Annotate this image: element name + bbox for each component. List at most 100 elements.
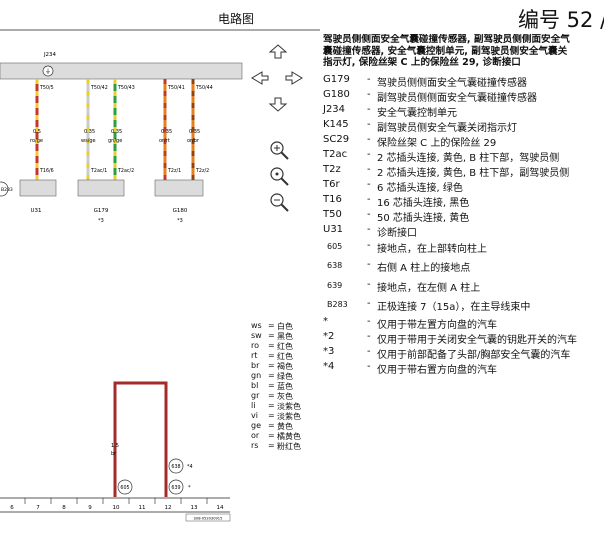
description-line: 指示灯, 保险丝架 C 上的保险丝 29, 诊断接口 [323, 57, 521, 68]
color-name: 灰色 [277, 392, 293, 401]
legend-text: 安全气囊控制单元 [377, 108, 457, 119]
legend-text: 保险丝架 C 上的保险丝 29 [377, 138, 497, 149]
legend-dash: - [367, 209, 371, 220]
color-equals: = [268, 431, 275, 440]
component-label: G180 [173, 208, 188, 214]
legend-code: *4 [323, 361, 335, 372]
wire-size-label: 0.35 [84, 129, 95, 135]
legend-text: 仅用于带右置方向盘的汽车 [377, 365, 497, 376]
legend-text: 正极连接 7（15a），在主导线束中 [377, 302, 531, 313]
color-name: 白色 [277, 322, 293, 331]
legend-code: T2z [323, 164, 341, 175]
wire-size-label: 0.35 [161, 129, 172, 135]
zoom-reset-button[interactable] [270, 167, 289, 186]
legend-text: 50 芯插头连接, 黄色 [377, 213, 470, 224]
legend-code: U31 [323, 224, 344, 235]
ruler-number: 9 [88, 505, 92, 511]
legend-code: *3 [323, 346, 335, 357]
color-code: br [251, 361, 260, 370]
ground-wire-br [113, 381, 168, 497]
legend-code: B283 [327, 300, 348, 309]
legend-dash: - [367, 240, 371, 251]
legend-dash: - [367, 194, 371, 205]
ground-wire-size: 1.5 [111, 443, 119, 449]
legend-code: T6r [323, 179, 340, 190]
color-code: ws [251, 321, 262, 330]
legend-dash: - [367, 346, 371, 357]
color-name: 黑色 [277, 332, 293, 341]
legend-dash: - [367, 104, 371, 115]
legend-dash: - [367, 134, 371, 145]
color-equals: = [268, 421, 275, 430]
reference-code-box [185, 513, 231, 522]
color-equals: = [268, 331, 275, 340]
zoom-in-button[interactable] [270, 141, 289, 160]
color-name: 褐色 [277, 362, 293, 371]
legend-code: 638 [327, 261, 343, 270]
wire-pin-label: T50/41 [167, 85, 185, 91]
color-code: ge [251, 421, 261, 430]
legend-code: T50 [323, 209, 342, 220]
legend-text: 6 芯插头连接, 绿色 [377, 183, 463, 194]
wire-pin-label: T50/42 [90, 85, 108, 91]
pan-arrows-control[interactable] [251, 44, 303, 112]
legend-dash: - [367, 361, 371, 372]
wire-color-label: gn/ge [108, 138, 122, 144]
ground-symbol-icon: ⏚ [45, 69, 51, 76]
ruler-number: 6 [10, 505, 14, 511]
legend-text: 副驾驶员侧侧面安全气囊碰撞传感器 [377, 93, 537, 104]
wire-size-label: 0.35 [189, 129, 200, 135]
pan-right-icon[interactable] [285, 71, 303, 85]
legend-code: * [323, 316, 328, 327]
color-code: gr [251, 391, 260, 400]
color-code: or [251, 431, 260, 440]
legend-dash: - [367, 259, 371, 270]
color-equals: = [268, 401, 275, 410]
color-code: sw [251, 331, 262, 340]
description-line: 囊碰撞传感器, 安全气囊控制单元, 副驾驶员侧安全气囊关 [323, 45, 568, 57]
legend-code: 605 [327, 242, 343, 251]
legend-text: 仅用于带左置方向盘的汽车 [377, 320, 497, 331]
legend-text: 接地点，在左侧 A 柱上 [377, 283, 481, 294]
legend-dash: - [367, 119, 371, 130]
legend-text: 诊断接口 [377, 228, 417, 239]
wire-size-label: 0.35 [111, 129, 122, 135]
legend-dash: - [367, 74, 371, 85]
ruler-number: 10 [113, 505, 120, 511]
legend-dash: - [367, 316, 371, 327]
wire-pin-label: T50/43 [117, 85, 135, 91]
connector-pin-label: T2ac/2 [117, 168, 134, 174]
wire-color-label: ro/ge [30, 138, 43, 144]
legend-dash: - [367, 149, 371, 160]
ruler-number: 7 [36, 505, 40, 511]
legend-dash: - [367, 179, 371, 190]
control-unit-ground-icon [42, 65, 54, 77]
ground-point-label: 639 [171, 485, 180, 491]
ruler-number: 11 [139, 505, 146, 511]
color-equals: = [268, 351, 275, 360]
pan-down-icon[interactable] [268, 97, 288, 112]
pan-left-icon[interactable] [251, 71, 269, 85]
zoom-out-button[interactable] [270, 193, 289, 212]
legend-dash: - [367, 298, 371, 309]
driver-crash-sensor-box [77, 179, 125, 197]
ground-point-label: 638 [171, 464, 180, 470]
ground-point-note: * [188, 485, 191, 491]
connector-pin-label: T16/6 [39, 168, 54, 174]
pan-up-icon[interactable] [268, 44, 288, 59]
ground-point-label: 605 [120, 485, 129, 491]
legend-code: J234 [323, 104, 346, 115]
ruler-number: 12 [165, 505, 172, 511]
legend-code: G179 [323, 74, 350, 85]
positive-connection-label: B283 [1, 187, 13, 193]
legend-dash: - [367, 224, 371, 235]
legend-text: 仅用于前部配备了头部/胸部安全气囊的汽车 [377, 350, 571, 361]
wire-color-label: ws/ge [81, 138, 96, 144]
legend-text: 右侧 A 柱上的接地点 [377, 263, 471, 274]
legend-dash: - [367, 279, 371, 290]
legend-text: 2 芯插头连接, 黄色, B 柱下部，副驾驶员侧 [377, 168, 570, 179]
color-name: 粉红色 [277, 442, 301, 451]
legend-dash: - [367, 331, 371, 342]
legend-text: 驾驶员侧侧面安全气囊碰撞传感器 [377, 78, 527, 89]
